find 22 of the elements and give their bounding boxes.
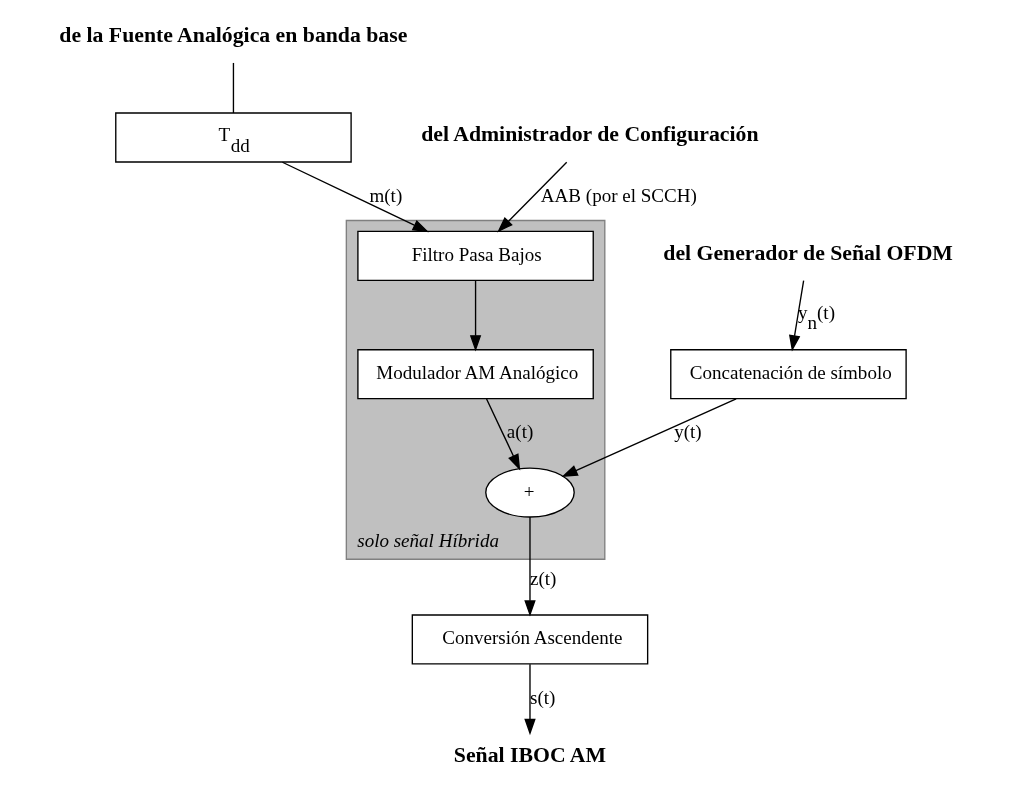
arrow <box>561 398 737 478</box>
node-text: Señal IBOC AM <box>453 742 607 767</box>
node-text: del Generador de Señal OFDM <box>663 240 953 265</box>
arrow <box>524 516 536 617</box>
arrow <box>469 279 482 352</box>
arrow <box>788 279 805 352</box>
node-box: Conversión Ascendente <box>411 614 649 665</box>
arrow <box>497 161 568 233</box>
node-box: Modulador AM Analógico <box>357 349 594 400</box>
node-box: Filtro Pasa Bajos <box>357 230 594 281</box>
edge-label: m(t) <box>369 184 403 206</box>
node-ellipse: + <box>485 467 575 518</box>
arrow <box>524 663 536 736</box>
node-text: del Administrador de Configuración <box>421 122 759 147</box>
arrow <box>485 398 521 471</box>
connector <box>232 62 235 114</box>
node-text: de la Fuente Analógica en banda base <box>59 23 408 48</box>
edge-label: y(t) <box>674 421 702 443</box>
node-box: Concatenación de símbolo <box>670 349 907 400</box>
edge-label: a(t) <box>506 421 534 443</box>
edge-label: AAB (por el SCCH) <box>540 184 697 206</box>
arrow <box>281 161 429 233</box>
